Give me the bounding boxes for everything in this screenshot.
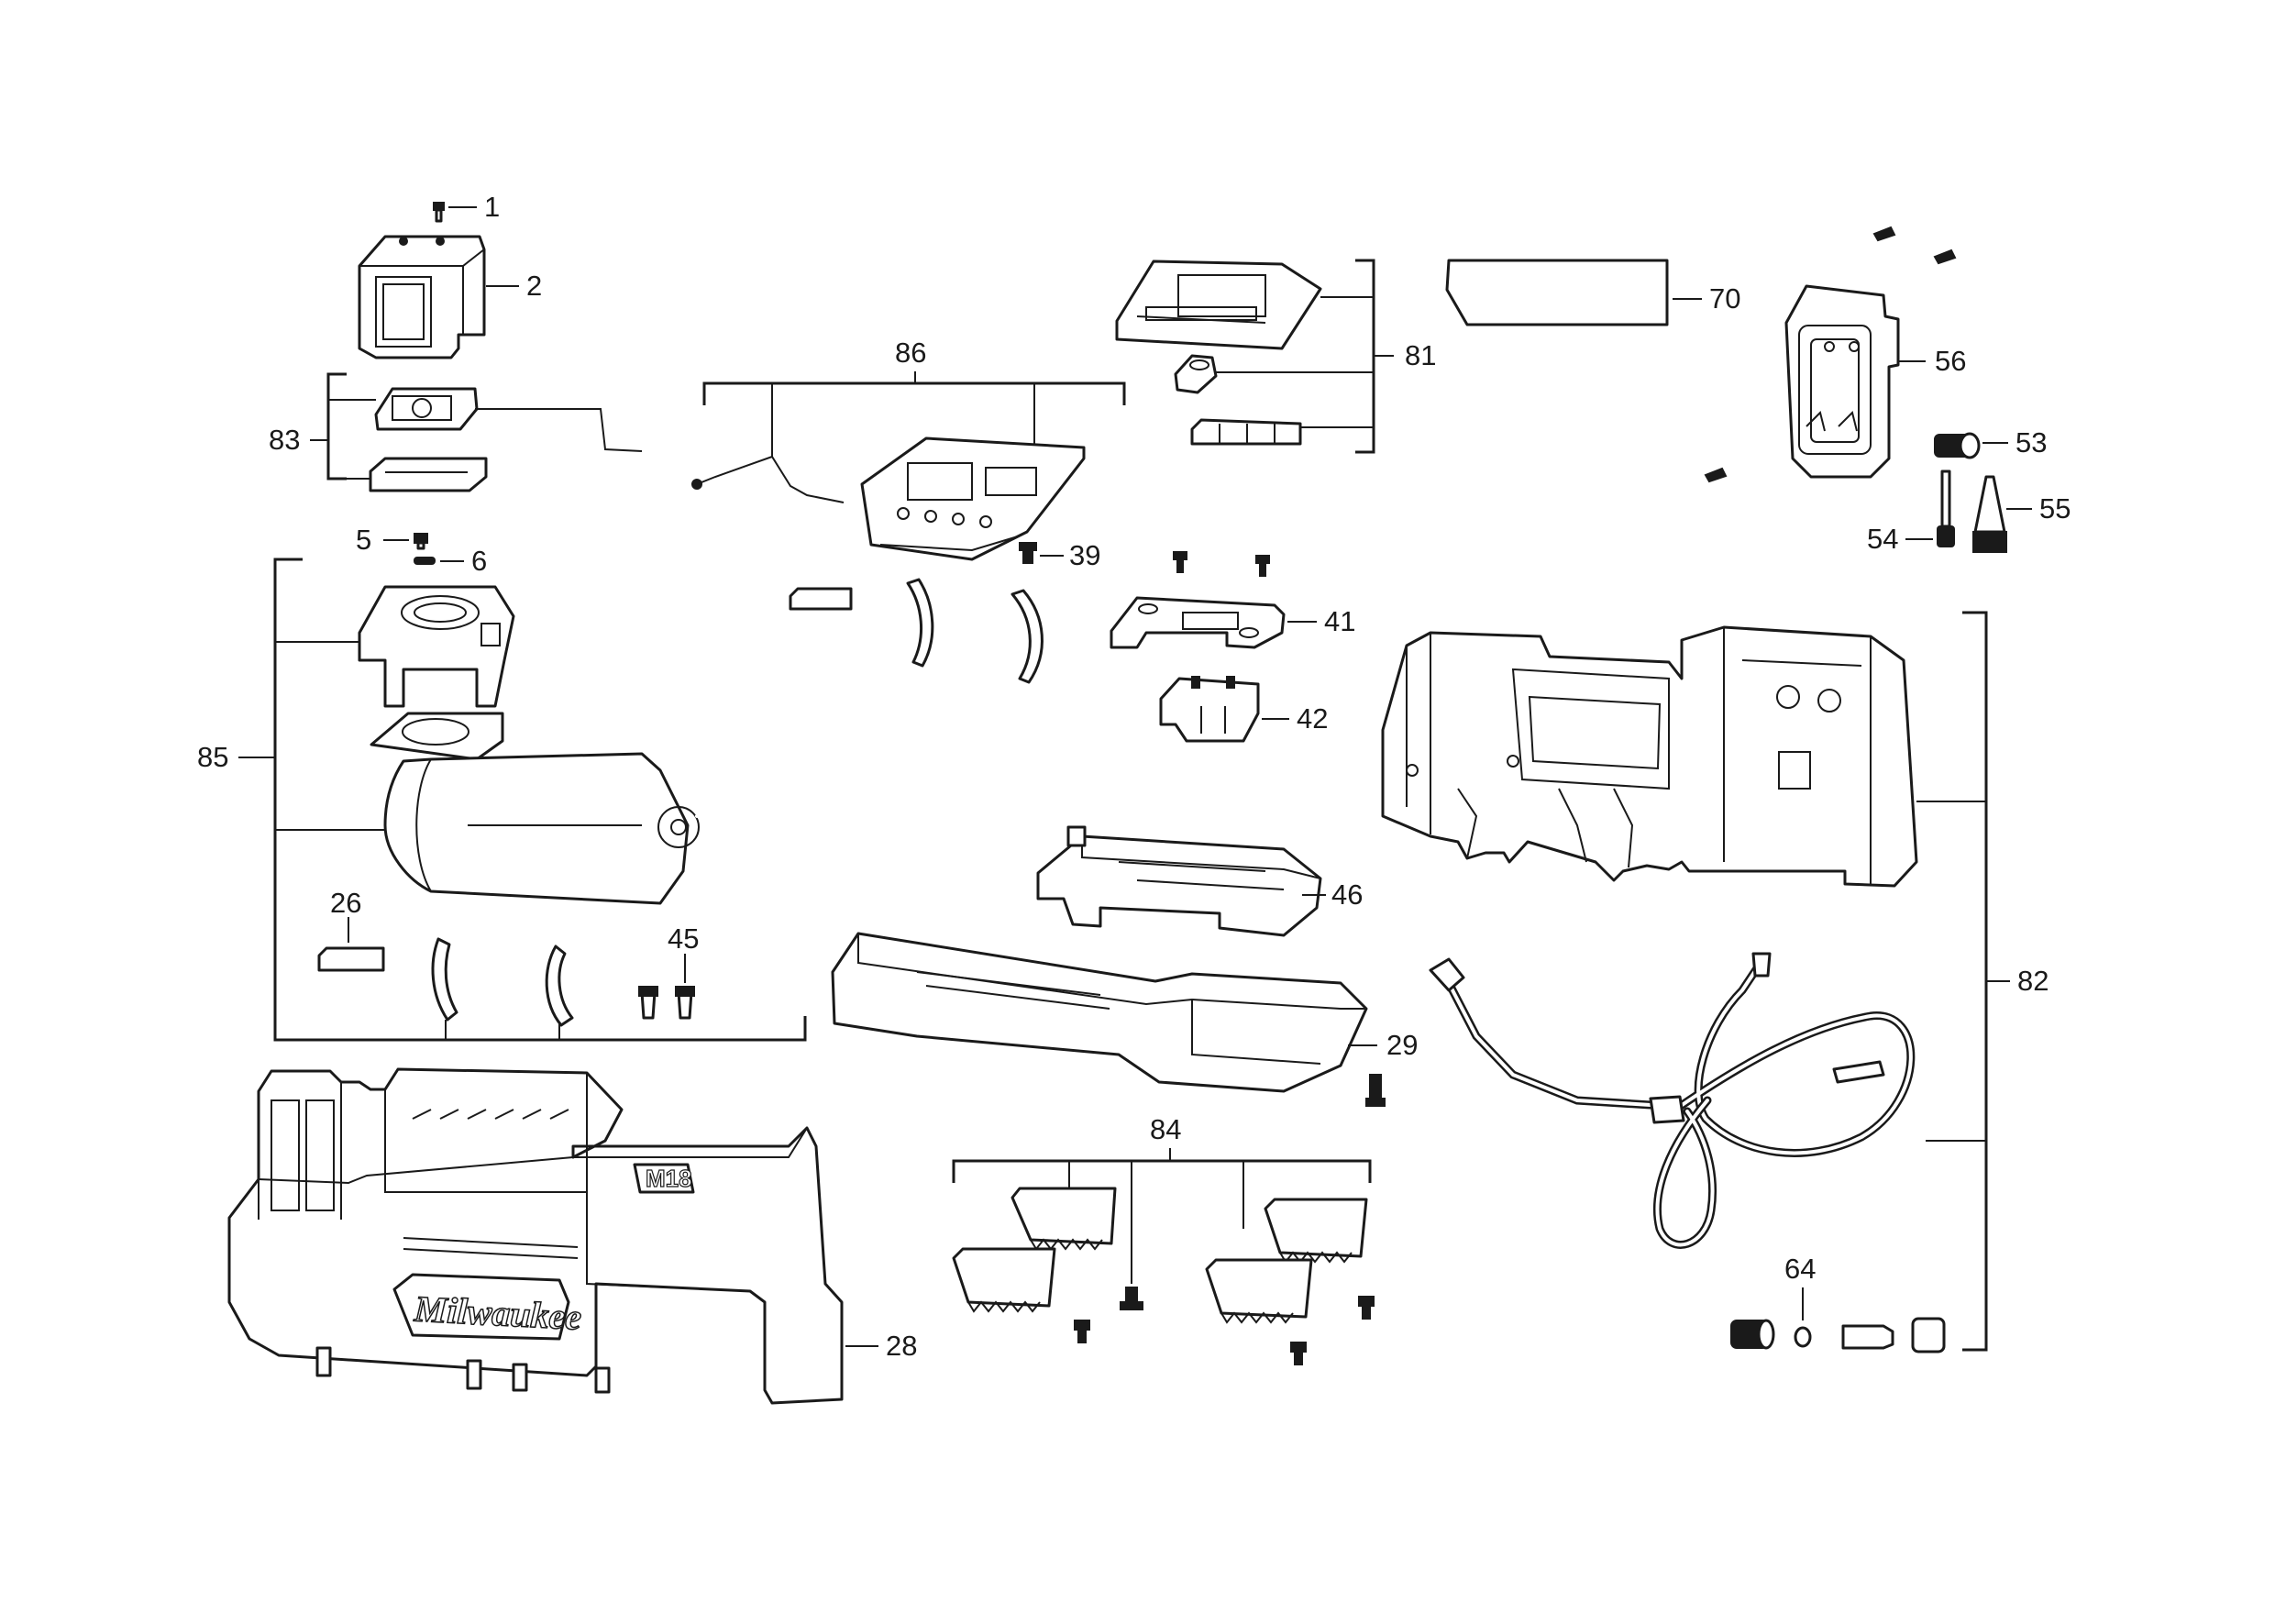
part-85-motor [370, 712, 700, 905]
callout-81: 81 [1405, 339, 1436, 371]
part-26-pad [317, 946, 385, 972]
part-81-display [1115, 260, 1322, 350]
callout-45: 45 [668, 922, 699, 955]
callout-53: 53 [2015, 426, 2047, 458]
part-64-o-ring [1794, 1326, 1812, 1348]
screw-icon [1173, 551, 1270, 577]
callout-28: 28 [886, 1330, 917, 1362]
part-29-base-tray [831, 932, 1368, 1093]
part-84-foot [1205, 1258, 1313, 1324]
part-6-pin [414, 557, 436, 565]
part-45-screws [638, 986, 695, 1020]
part-1-screw [433, 202, 445, 223]
part-bracket-mid-left [906, 578, 934, 668]
callout-41: 41 [1324, 605, 1355, 637]
part-28-housing: Milwaukee M18 [227, 1067, 844, 1405]
m18-badge: M18 [646, 1165, 692, 1192]
callout-55: 55 [2039, 492, 2071, 525]
callout-2: 2 [526, 270, 542, 302]
callout-39: 39 [1069, 539, 1100, 571]
part-85-bracket-left [431, 937, 458, 1022]
callout-29: 29 [1386, 1029, 1418, 1061]
screw-icon [1365, 1074, 1386, 1107]
callout-70: 70 [1709, 282, 1740, 315]
part-86-pcb [860, 436, 1086, 561]
part-46-insert [1036, 825, 1322, 937]
part-84-foot [1264, 1198, 1368, 1264]
part-84-foot [952, 1247, 1056, 1313]
part-41-bracket [1110, 596, 1286, 649]
callout-46: 46 [1331, 878, 1363, 911]
part-53-adapter [1934, 432, 1981, 459]
part-81-button-strip [1190, 418, 1302, 446]
callout-82: 82 [2017, 965, 2049, 997]
callout-85: 85 [197, 741, 228, 773]
air-hose-icon [1429, 952, 1916, 1249]
part-83-frame [369, 457, 488, 492]
callout-1: 1 [484, 191, 500, 223]
screw-icon [1704, 226, 1957, 483]
part-82-fittings [1730, 1317, 1946, 1353]
screw-icon [1074, 1287, 1375, 1365]
part-83-fan [374, 387, 479, 431]
callout-83: 83 [269, 424, 300, 456]
callout-26: 26 [330, 887, 361, 919]
part-bracket-mid-right [1010, 589, 1044, 684]
part-56-terminal-block [1784, 284, 1900, 479]
part-82-frame [1381, 625, 1918, 888]
callout-84: 84 [1150, 1113, 1181, 1145]
part-2-battery-cover [358, 235, 486, 359]
part-55-cone-nozzle [1972, 475, 2007, 553]
part-70-label [1445, 259, 1669, 326]
part-81-knob [1174, 354, 1218, 394]
part-5-screw [414, 533, 428, 550]
part-85-cylinder-head [358, 585, 515, 708]
callout-86: 86 [895, 337, 926, 369]
callout-6: 6 [471, 545, 487, 577]
part-39-screw [1019, 542, 1037, 564]
part-pad-mid [789, 587, 853, 611]
milwaukee-logo: Milwaukee [413, 1287, 582, 1338]
part-54-needle [1937, 470, 1955, 547]
callout-54: 54 [1867, 523, 1898, 555]
part-85-bracket-right [545, 945, 574, 1027]
callout-42: 42 [1297, 702, 1328, 735]
part-84-foot [1010, 1187, 1117, 1251]
callout-56: 56 [1935, 345, 1966, 377]
callout-64: 64 [1784, 1253, 1816, 1285]
part-42-connector [1159, 676, 1260, 743]
callout-5: 5 [356, 524, 371, 556]
